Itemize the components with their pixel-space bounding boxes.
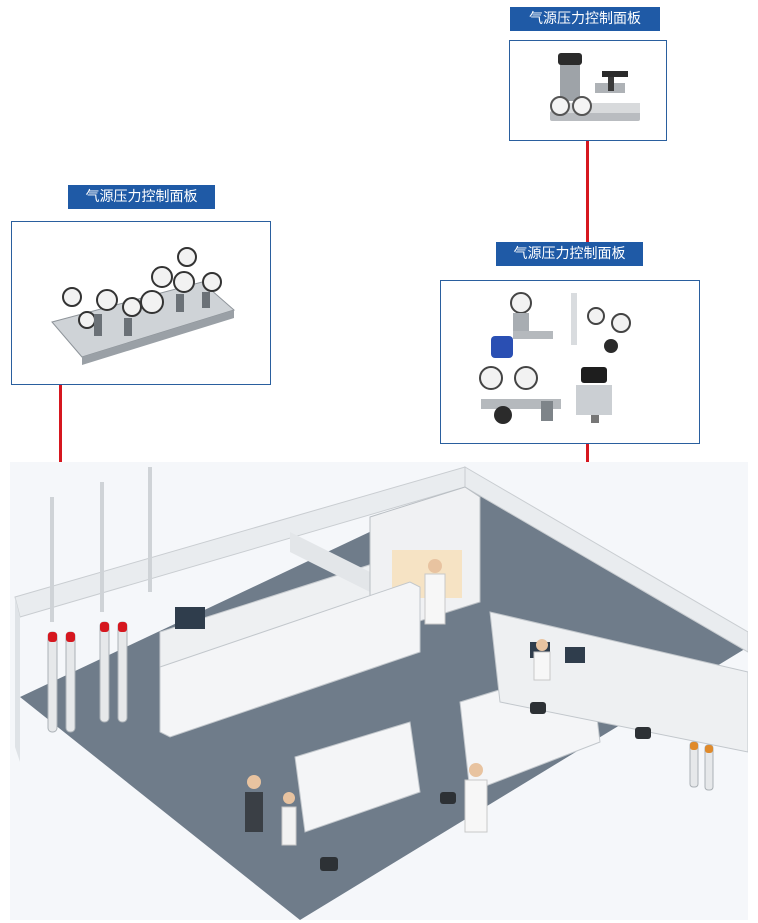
panel-image-middle-right	[440, 280, 700, 444]
panel-label-middle-right: 气源压力控制面板	[496, 242, 643, 266]
panel-image-left	[11, 221, 271, 385]
multi-gauge-panel-icon	[51, 247, 236, 365]
laboratory-scene	[10, 462, 748, 920]
laboratory-isometric-illustration	[10, 462, 748, 920]
panel-image-top-right	[509, 40, 667, 141]
panel-label-top-right: 气源压力控制面板	[510, 7, 660, 31]
regulator-with-valve-icon	[550, 53, 640, 121]
panel-label-left: 气源压力控制面板	[68, 185, 215, 209]
connector-top-right	[586, 141, 589, 242]
regulator-group-icon	[479, 292, 631, 424]
